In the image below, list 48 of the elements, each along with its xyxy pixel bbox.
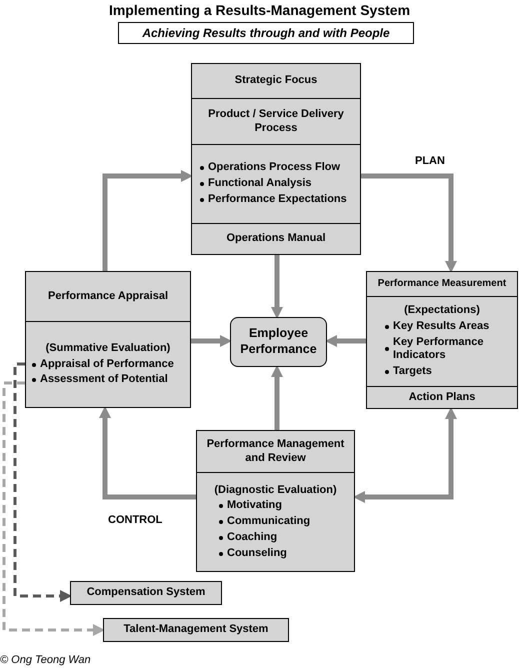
- arrow: [361, 174, 457, 273]
- copyright-caption: © Ong Teong Wan: [0, 653, 91, 668]
- box-text: Product / Service Delivery Process: [207, 108, 345, 136]
- title: Implementing a Results-Management System: [108, 1, 410, 20]
- arrow: [271, 365, 283, 430]
- subtitle-box: [118, 22, 414, 44]
- arrow: [102, 170, 193, 271]
- arrow: [271, 255, 283, 319]
- bullet-text: Counseling: [227, 546, 287, 560]
- arrow: [353, 407, 457, 503]
- box-heading: Talent-Management System: [122, 623, 270, 637]
- phase-label: PLAN: [415, 154, 445, 169]
- box-heading: Strategic Focus: [234, 74, 318, 88]
- bullet-text: Key Results Areas: [393, 320, 490, 334]
- arrow: [99, 406, 196, 500]
- process-box: [103, 618, 289, 642]
- bullet-text: Coaching: [227, 530, 278, 545]
- process-box: [196, 430, 355, 572]
- box-text: Operations Manual: [225, 232, 327, 246]
- process-box: [25, 271, 191, 408]
- center-box: [230, 317, 327, 367]
- box-heading: Compensation System: [86, 586, 206, 600]
- box-text: (Summative Evaluation): [44, 342, 172, 356]
- bullet-text: Motivating: [227, 499, 282, 514]
- bullet-text: Targets: [393, 365, 432, 379]
- process-box: [366, 271, 518, 409]
- dashed-arrow: [2, 382, 105, 636]
- box-heading: Achieving Results through and with People: [141, 26, 391, 40]
- box-heading: Performance Appraisal: [46, 290, 170, 304]
- box-text: Action Plans: [408, 390, 476, 404]
- dashed-arrow: [14, 362, 72, 602]
- phase-label: CONTROL: [108, 513, 162, 528]
- bullet-text: Functional Analysis: [208, 177, 312, 191]
- process-box: [191, 63, 361, 255]
- bullet-text: Performance Expectations: [208, 192, 347, 207]
- arrow: [191, 335, 232, 347]
- box-text: (Diagnostic Evaluation): [213, 484, 338, 498]
- bullet-text: Operations Process Flow: [208, 161, 340, 176]
- box-heading: Performance Management and Review: [206, 438, 346, 466]
- box-text: (Expectations): [403, 304, 481, 318]
- arrow: [325, 335, 366, 347]
- bullet-text: Assessment of Potential: [40, 373, 168, 388]
- box-heading: Employee Performance: [239, 326, 318, 358]
- bullet-text: Key Performance Indicators: [393, 336, 484, 364]
- box-heading: Performance Measurement: [376, 278, 508, 290]
- bullet-text: Appraisal of Performance: [40, 358, 174, 372]
- bullet-text: Communicating: [227, 515, 310, 529]
- process-box: [70, 581, 222, 605]
